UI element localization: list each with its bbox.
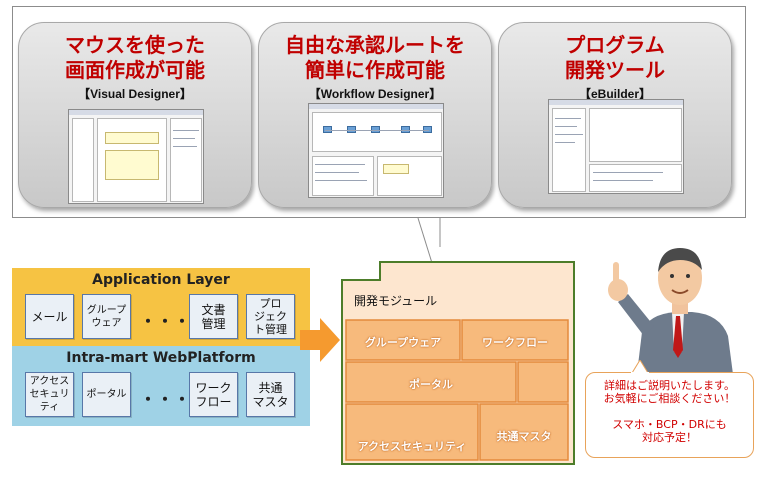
ebuilder-screenshot xyxy=(548,99,684,194)
callout-line4: 対応予定！ xyxy=(642,431,697,444)
feature-card-visual-designer: マウスを使った 画面作成が可能 【Visual Designer】 xyxy=(18,22,252,208)
web-ellipsis: ・・・ xyxy=(140,390,192,409)
module-label: 開発モジュール xyxy=(354,294,438,308)
card-title-line2: 画面作成が可能 xyxy=(65,58,205,82)
contact-callout: 詳細はご説明いたします。 お気軽にご相談ください！ スマホ・BCP・DRにも 対… xyxy=(585,372,754,458)
application-layer-title: Application Layer xyxy=(92,272,230,288)
card-title-line1: 自由な承認ルートを xyxy=(285,33,465,57)
module-item-portal: ポータル xyxy=(409,378,453,391)
app-ellipsis: ・・・ xyxy=(140,312,192,331)
card-title-line1: プログラム xyxy=(565,33,665,57)
app-box-project: プロ ジェク ト管理 xyxy=(246,294,295,339)
app-box-document: 文書 管理 xyxy=(189,294,238,339)
card-title-line2: 簡単に作成可能 xyxy=(305,58,445,82)
callout-tail xyxy=(631,360,649,374)
workflow-designer-screenshot xyxy=(308,103,444,198)
application-layer: Application Layer メール グループ ウェア ・・・ 文書 管理… xyxy=(12,268,310,346)
card-title-line2: 開発ツール xyxy=(565,58,665,82)
callout-line2: お気軽にご相談ください！ xyxy=(603,392,736,405)
card-subtitle: 【Workflow Designer】 xyxy=(308,87,442,101)
feature-card-ebuilder: プログラム 開発ツール 【eBuilder】 xyxy=(498,22,732,208)
right-arrow-icon xyxy=(300,318,340,362)
module-item-groupware: グループウェア xyxy=(364,336,442,349)
module-item-access-security: アクセスセキュリティ xyxy=(357,440,467,453)
web-platform-title: Intra-mart WebPlatform xyxy=(66,350,256,366)
callout-line3: スマホ・BCP・DRにも xyxy=(612,418,727,431)
web-platform-layer: Intra-mart WebPlatform アクセス セキュリティ ポータル … xyxy=(12,346,310,426)
app-box-groupware: グループ ウェア xyxy=(82,294,131,339)
card-subtitle: 【Visual Designer】 xyxy=(78,87,192,101)
web-box-access-security: アクセス セキュリティ xyxy=(25,372,74,417)
presenter-illustration xyxy=(608,248,734,382)
app-box-mail: メール xyxy=(25,294,74,339)
module-item-common-master: 共通マスタ xyxy=(496,430,552,443)
card-title-line1: マウスを使った xyxy=(65,33,205,57)
card-subtitle: 【eBuilder】 xyxy=(578,87,651,101)
web-box-workflow: ワーク フロー xyxy=(189,372,238,417)
development-module xyxy=(341,261,575,465)
module-item-workflow: ワークフロー xyxy=(482,336,548,349)
web-box-portal: ポータル xyxy=(82,372,131,417)
feature-card-workflow-designer: 自由な承認ルートを 簡単に作成可能 【Workflow Designer】 xyxy=(258,22,492,208)
visual-designer-screenshot xyxy=(68,109,204,204)
callout-line1: 詳細はご説明いたします。 xyxy=(604,379,735,392)
web-box-common-master: 共通 マスタ xyxy=(246,372,295,417)
